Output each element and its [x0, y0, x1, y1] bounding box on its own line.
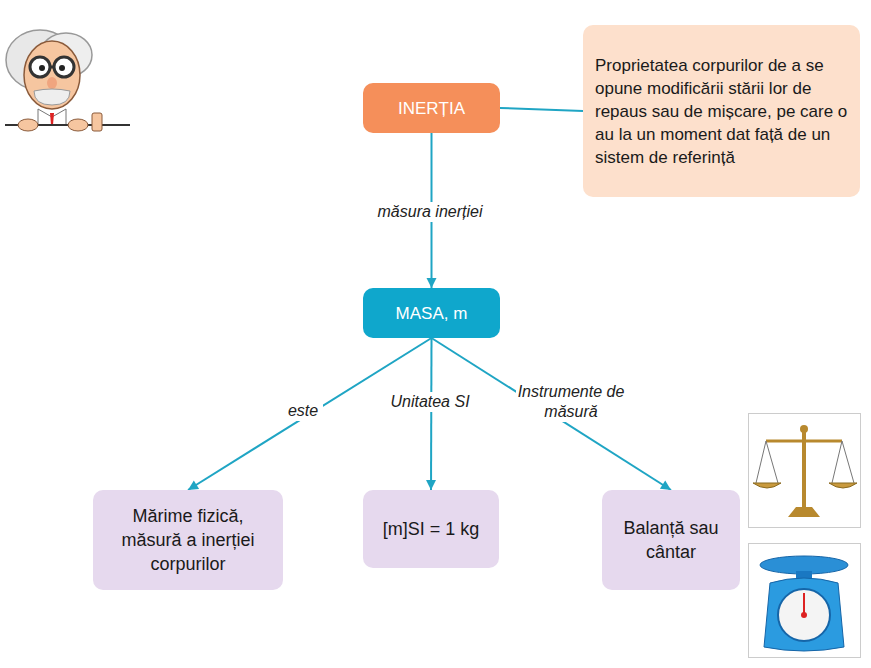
arrow-head — [426, 480, 436, 490]
arrow-head — [660, 480, 671, 490]
connector — [432, 338, 672, 490]
arrow-head — [188, 480, 199, 490]
edge-label: este — [283, 401, 323, 421]
edge-label: Unitatea SI — [390, 392, 470, 412]
connector-line — [500, 108, 583, 111]
balance-illustration — [748, 413, 861, 528]
info-box: [m]SI = 1 kg — [363, 490, 499, 568]
definition-box: Proprietatea corpurilor de a se opune mo… — [583, 25, 860, 197]
node-text: Balanță sau cântar — [612, 516, 730, 564]
connector-line — [430, 338, 433, 490]
kitchen-scale-illustration — [748, 543, 861, 658]
connector-line — [432, 338, 672, 490]
edge-label: Instrumente de măsură — [516, 382, 626, 422]
node-text: Proprietatea corpurilor de a se opune mo… — [595, 54, 848, 169]
professor-illustration — [0, 5, 135, 135]
connector-line — [188, 338, 432, 490]
info-box: Mărime fizică, măsură a inerției corpuri… — [93, 490, 283, 590]
connector — [500, 108, 583, 111]
node-text: [m]SI = 1 kg — [383, 517, 480, 541]
node-text: INERȚIA — [398, 97, 465, 120]
node-text: MASA, m — [396, 302, 468, 325]
edge-label: măsura inerției — [365, 202, 495, 222]
concept-box: INERȚIA — [363, 83, 500, 133]
info-box: Balanță sau cântar — [602, 490, 740, 590]
concept-box: MASA, m — [363, 288, 500, 338]
node-text: Mărime fizică, măsură a inerției corpuri… — [103, 504, 273, 576]
connector — [426, 338, 436, 490]
arrow-head — [427, 278, 437, 288]
connector — [188, 338, 432, 490]
